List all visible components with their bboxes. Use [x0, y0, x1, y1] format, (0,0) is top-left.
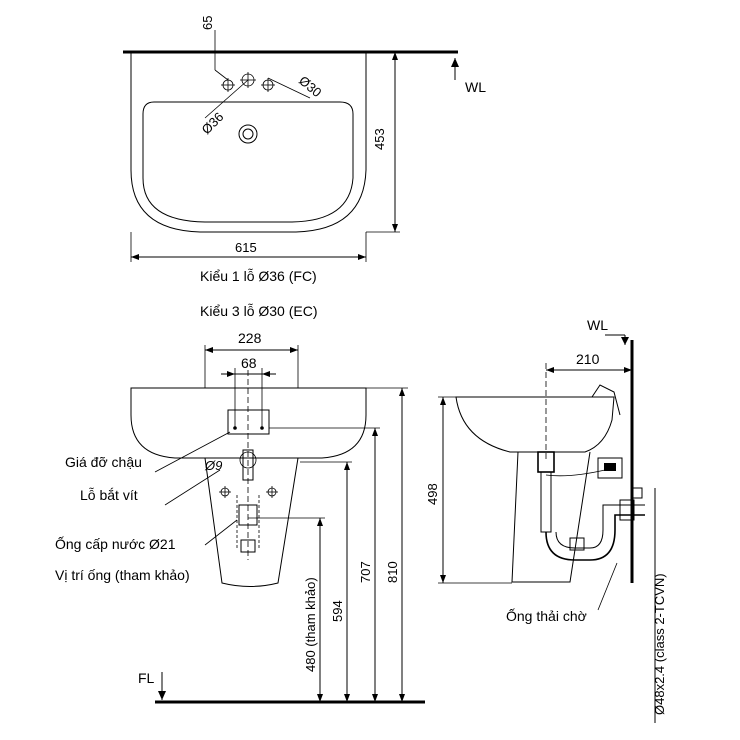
label-bracket: Giá đỡ chậu [65, 454, 142, 470]
basin-outline [130, 52, 367, 233]
dim-side-height: 498 [425, 483, 440, 505]
front-basin-body [130, 387, 367, 459]
front-bracket [227, 409, 270, 435]
caption-one-hole: Kiểu 1 lỗ Ø36 (FC) [200, 268, 317, 284]
caption-three-hole: Kiểu 3 lỗ Ø30 (EC) [200, 303, 318, 319]
front-view: 228 68 Giá đỡ chậu Ø9 Lỗ bắt vít Ống cấp… [55, 330, 425, 704]
floor-label: FL [138, 670, 155, 686]
dim-basin-width: 615 [235, 240, 257, 255]
label-supply-pipe: Ống cấp nước Ø21 [55, 535, 176, 552]
dim-bracket-span: 228 [238, 330, 262, 346]
side-pedestal [511, 451, 591, 583]
dim-screw-hole: Ø9 [204, 458, 222, 473]
drain-hole [238, 124, 258, 144]
front-pedestal [204, 457, 299, 587]
label-screw-hole: Lỗ bắt vít [80, 487, 138, 503]
screw-holes [219, 486, 278, 498]
dim-height-594: 594 [330, 600, 345, 622]
dim-basin-depth: 453 [372, 128, 387, 150]
dim-projection: 210 [576, 351, 600, 367]
drain-trap [537, 451, 645, 561]
label-drain-spec: Ø48x2.4 (class 2-TCVN) [652, 573, 667, 715]
dim-hole-diameter-30: Ø30 [296, 73, 324, 100]
dim-hole-diameter-36: Ø36 [199, 109, 227, 137]
side-basin-body [455, 396, 615, 453]
side-view: WL 210 498 [425, 317, 667, 723]
side-view-wall-label: WL [587, 317, 608, 333]
dim-pipe-height-480: 480 (tham khảo) [303, 577, 318, 672]
basin-bowl [142, 101, 354, 223]
top-view-wall-label: WL [465, 79, 486, 95]
tap-holes [221, 72, 275, 92]
dim-height-810: 810 [385, 561, 400, 583]
label-drain: Ống thải chờ [506, 607, 587, 624]
dim-hole-offset: 65 [200, 16, 215, 30]
dim-screw-span: 68 [241, 355, 257, 371]
label-pipe-position: Vị trí ống (tham khảo) [55, 567, 190, 583]
top-view: 65 Ø36 Ø30 453 615 WL Kiểu 1 lỗ Ø36 (FC)… [123, 16, 486, 319]
dim-height-707: 707 [358, 561, 373, 583]
